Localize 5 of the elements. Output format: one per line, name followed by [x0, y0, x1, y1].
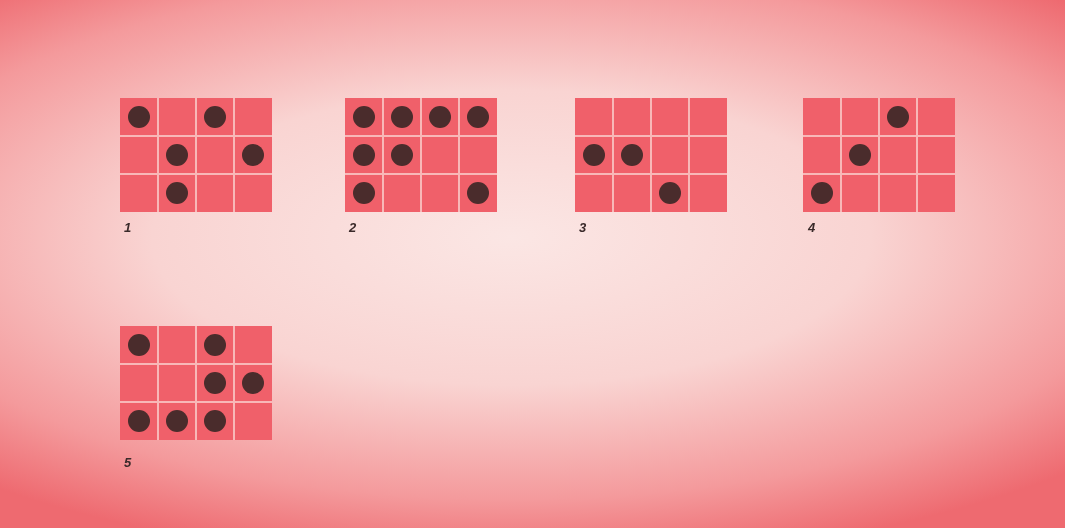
figure-number: 2	[349, 220, 357, 235]
figure-number: 5	[124, 455, 132, 470]
figure-number: 4	[808, 220, 816, 235]
figure-number: 1	[124, 220, 132, 235]
figure-number: 3	[579, 220, 587, 235]
